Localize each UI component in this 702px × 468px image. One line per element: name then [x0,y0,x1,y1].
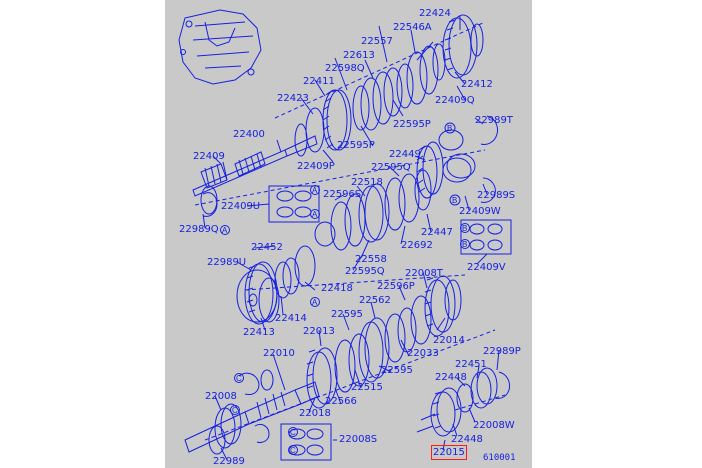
ref-mark-a-2: A [312,210,318,219]
ref-mark-b-6: B [462,240,468,249]
part-label-22409w[interactable]: 22409W [459,206,501,217]
part-label-22598q[interactable]: 22598Q [325,63,365,74]
part-label-22409[interactable]: 22409 [193,151,225,162]
part-label-22014[interactable]: 22014 [433,335,465,346]
part-label-22989[interactable]: 22989 [213,456,245,467]
part-label-22400[interactable]: 22400 [233,129,265,140]
ref-mark-b-bottom: B [452,196,458,205]
part-label-22423[interactable]: 22423 [277,93,309,104]
part-label-22595q-a[interactable]: 22595Q [371,162,411,173]
ref-mark-a-3: A [222,226,228,235]
leader-lines [202,16,500,461]
assembly-axis-lines [194,21,506,441]
part-label-22613[interactable]: 22613 [343,50,375,61]
part-label-22008w[interactable]: 22008W [473,420,515,431]
part-label-22013[interactable]: 22013 [303,326,335,337]
part-label-22595-a[interactable]: 22595 [331,309,363,320]
reference-circles [220,122,470,455]
ref-mark-c-4: C [290,446,296,455]
ref-mark-c-3: C [290,428,296,437]
part-label-22558[interactable]: 22558 [355,254,387,265]
figure-number: 610001 [483,453,516,463]
part-label-22008t[interactable]: 22008T [405,268,443,279]
exploded-view-drawing [178,9,512,461]
ref-mark-b-top: B [447,124,453,133]
part-label-22596s[interactable]: 22596S [323,189,362,200]
parts-diagram-sheet: 22424 22557 22546A 22613 22598Q 22411 22… [165,0,532,468]
part-label-22412[interactable]: 22412 [461,79,493,90]
part-label-22008[interactable]: 22008 [205,391,237,402]
part-label-22546a[interactable]: 22546A [393,22,432,33]
part-label-22424[interactable]: 22424 [419,8,451,19]
part-label-22989u[interactable]: 22989U [207,257,247,268]
part-label-22692[interactable]: 22692 [401,240,433,251]
gear-group-lower-right [416,367,510,437]
part-label-22518[interactable]: 22518 [351,177,383,188]
part-label-22418[interactable]: 22418 [321,283,353,294]
part-label-22451[interactable]: 22451 [455,359,487,370]
part-label-22596p[interactable]: 22596P [377,281,415,292]
part-label-22515[interactable]: 22515 [351,382,383,393]
part-label-22557[interactable]: 22557 [361,36,393,47]
part-label-22413[interactable]: 22413 [243,327,275,338]
part-label-22409p[interactable]: 22409P [297,161,335,172]
part-label-22448-b[interactable]: 22448 [451,434,483,445]
ref-mark-b-5: B [462,224,468,233]
part-label-22414[interactable]: 22414 [275,313,307,324]
part-label-22448-a[interactable]: 22448 [435,372,467,383]
part-label-22018[interactable]: 22018 [299,408,331,419]
part-label-22008s[interactable]: 22008S [339,434,378,445]
part-label-22989p[interactable]: 22989P [483,346,521,357]
bearing-group-right [416,129,512,255]
part-label-22562[interactable]: 22562 [359,295,391,306]
part-label-22595-b[interactable]: 22595 [381,365,413,376]
shaft-group-middle [236,169,432,325]
transmission-case-thumbnail [178,9,262,85]
part-label-22033[interactable]: 22033 [407,348,439,359]
part-label-22409q[interactable]: 22409Q [435,95,475,106]
shaft-group-top [192,14,498,217]
part-label-22409u[interactable]: 22409U [221,201,261,212]
part-label-22989q[interactable]: 22989Q [179,224,219,235]
part-label-22989t[interactable]: 22989T [475,115,513,126]
part-label-22989s[interactable]: 22989S [477,190,516,201]
ref-mark-c-2: C [232,406,238,415]
part-label-22595p-b[interactable]: 22595P [337,140,375,151]
part-label-22595q-b[interactable]: 22595Q [345,266,385,277]
part-label-22411[interactable]: 22411 [303,76,335,87]
part-label-22015-highlighted[interactable]: 22015 [431,445,467,460]
part-label-22409v[interactable]: 22409V [467,262,506,273]
ref-mark-a-4: A [312,298,318,307]
part-label-22595p-a[interactable]: 22595P [393,119,431,130]
ref-mark-c-1: C [236,374,242,383]
part-label-22010[interactable]: 22010 [263,348,295,359]
ref-mark-a-1: A [312,186,318,195]
part-label-22566[interactable]: 22566 [325,396,357,407]
part-label-22449[interactable]: 22449 [389,149,421,160]
part-label-22452[interactable]: 22452 [251,242,283,253]
part-label-22447[interactable]: 22447 [421,227,453,238]
